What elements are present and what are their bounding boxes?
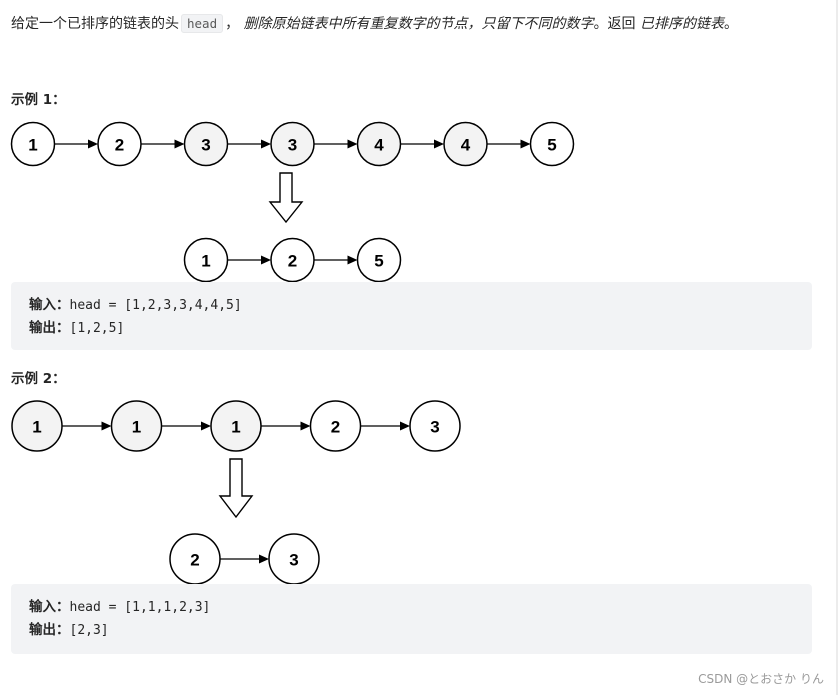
example-1-input-line: 输入：head = [1,2,3,3,4,4,5]: [29, 294, 794, 317]
node-circle: [409, 400, 461, 452]
node-value: 3: [430, 418, 439, 437]
arrowhead-icon: [520, 139, 531, 149]
list-node: 2: [309, 400, 362, 452]
arrowhead-icon: [174, 139, 185, 149]
node-value: 1: [28, 136, 37, 155]
list-node: 5: [356, 237, 402, 283]
node-circle: [443, 121, 488, 167]
list-node: 5: [529, 121, 575, 167]
node-circle: [10, 121, 56, 167]
example-2-transform-arrow: [218, 458, 254, 519]
node-value: 3: [289, 551, 298, 570]
list-node: 2: [169, 533, 221, 585]
node-circle: [356, 237, 402, 283]
input-value: head = [1,2,3,3,4,4,5]: [69, 298, 242, 313]
example-2-input-list-diagram: 1 1 1 2 3: [11, 400, 461, 452]
list-node: 2: [97, 121, 142, 167]
example-1-io-box: 输入：head = [1,2,3,3,4,4,5] 输出：[1,2,5]: [11, 282, 812, 350]
node-circle: [183, 121, 229, 167]
list-node: 3: [183, 121, 229, 167]
example-2-output-line: 输出：[2,3]: [29, 619, 794, 642]
node-value: 5: [374, 252, 383, 271]
arrowhead-icon: [434, 139, 444, 149]
list-node: 1: [183, 237, 229, 283]
arrowhead-icon: [201, 421, 211, 431]
description-comma: ，: [225, 16, 240, 32]
list-node: 1: [110, 400, 163, 452]
example-2-io-box: 输入：head = [1,1,1,2,3] 输出：[2,3]: [11, 584, 812, 654]
list-node: 4: [443, 121, 488, 167]
description-text: 给定一个已排序的链表的头: [11, 16, 179, 32]
arrowhead-icon: [259, 554, 269, 564]
node-value: 4: [374, 136, 384, 155]
description-emphasis-sorted: 已排序的链表: [640, 16, 725, 32]
node-value: 1: [132, 418, 141, 437]
description-return: 。返回: [593, 16, 636, 32]
node-value: 2: [190, 551, 199, 570]
list-node: 1: [10, 121, 56, 167]
example-1-transform-arrow: [268, 172, 304, 224]
node-value: 4: [461, 136, 471, 155]
list-node: 1: [11, 400, 63, 452]
node-value: 2: [288, 252, 297, 271]
arrowhead-icon: [347, 139, 358, 149]
node-circle: [529, 121, 575, 167]
output-value: [2,3]: [69, 623, 109, 638]
node-value: 1: [201, 252, 210, 271]
list-node: 2: [270, 237, 315, 283]
node-value: 1: [231, 418, 240, 437]
example-1-input-list-diagram: 1 2 3 3 4 4 5: [10, 121, 575, 167]
example-2-title: 示例 2：: [11, 371, 66, 387]
down-arrow-icon: [268, 172, 304, 224]
node-value: 2: [331, 418, 340, 437]
arrowhead-icon: [261, 255, 271, 265]
list-node: 4: [356, 121, 402, 167]
node-value: 3: [288, 136, 297, 155]
description-period: 。: [724, 16, 739, 32]
arrowhead-icon: [300, 421, 311, 431]
down-arrow-icon: [218, 458, 254, 519]
output-label: 输出：: [29, 622, 70, 638]
example-1-title: 示例 1：: [11, 92, 66, 108]
right-border: [836, 0, 838, 695]
node-circle: [11, 400, 63, 452]
arrowhead-icon: [88, 139, 98, 149]
input-label: 输入：: [29, 599, 70, 615]
input-label: 输入：: [29, 297, 70, 313]
watermark: CSDN @とおさか りん: [698, 672, 824, 686]
list-node: 3: [270, 121, 315, 167]
arrowhead-icon: [347, 255, 358, 265]
node-circle: [210, 400, 262, 452]
node-circle: [270, 121, 315, 167]
example-1-output-line: 输出：[1,2,5]: [29, 317, 794, 340]
example-1-output-list-diagram: 1 2 5: [183, 237, 402, 283]
list-node: 3: [268, 533, 320, 585]
node-value: 1: [32, 418, 41, 437]
description-emphasis-delete: 删除原始链表中所有重复数字的节点，只留下不同的数字: [243, 16, 594, 32]
input-value: head = [1,1,1,2,3]: [69, 600, 211, 615]
node-circle: [309, 400, 362, 452]
node-circle: [110, 400, 163, 452]
node-circle: [97, 121, 142, 167]
example-2-input-line: 输入：head = [1,1,1,2,3]: [29, 596, 794, 619]
arrowhead-icon: [101, 421, 112, 431]
node-value: 3: [201, 136, 210, 155]
list-node: 3: [409, 400, 461, 452]
node-circle: [356, 121, 402, 167]
node-circle: [183, 237, 229, 283]
arrowhead-icon: [400, 421, 410, 431]
output-label: 输出：: [29, 320, 70, 336]
inline-code-head: head: [181, 14, 224, 33]
list-node: 1: [210, 400, 262, 452]
node-circle: [270, 237, 315, 283]
output-value: [1,2,5]: [69, 321, 125, 336]
node-value: 5: [547, 136, 556, 155]
arrowhead-icon: [261, 139, 271, 149]
node-value: 2: [115, 136, 124, 155]
